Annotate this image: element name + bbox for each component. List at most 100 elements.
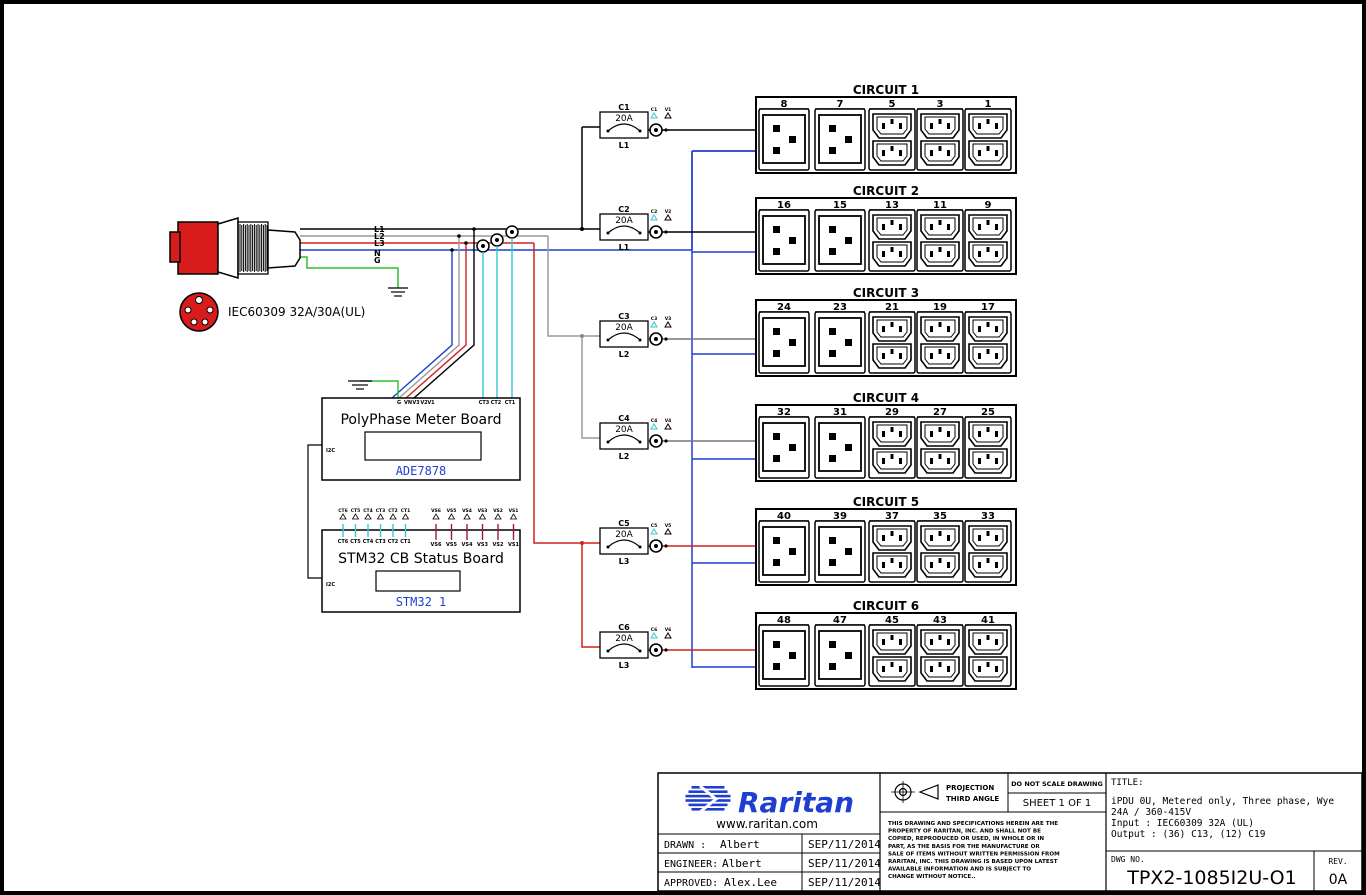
outlet-number: 29 (885, 407, 899, 418)
plug-collar (217, 216, 239, 280)
breaker-id: C1 (618, 103, 630, 112)
iec60309-plug: IEC60309 32A/30A(UL) (169, 216, 365, 332)
stm-vs-tag: VS6 (431, 508, 441, 514)
c19-outlet-icon (818, 422, 862, 472)
c13-outlet-icon (872, 448, 912, 474)
meter-pin-ct1: CT1 (505, 400, 516, 406)
projection-line1: PROJECTION (946, 784, 994, 792)
c13-outlet-icon (872, 656, 912, 682)
l3-trunk (533, 243, 600, 648)
breaker-id: C4 (618, 414, 630, 423)
breaker-rating: 20A (615, 323, 633, 333)
stm-vs-pin: VS3 (477, 542, 488, 548)
plug-pin (184, 306, 192, 314)
plug-pin (206, 306, 214, 314)
c13-outlet-icon (920, 421, 960, 447)
notice-line: COPIED, REPRODUCED OR USED, IN WHOLE OR … (888, 836, 1044, 842)
c13-outlet-icon (920, 316, 960, 342)
breaker-line: L2 (619, 350, 630, 359)
breaker-line: L3 (619, 661, 630, 670)
voltage-tap-v2 (405, 243, 467, 399)
breaker-body (599, 422, 649, 450)
c19-outlet-icon (762, 215, 806, 265)
stm-ct-pin: CT1 (400, 539, 411, 545)
raritan-logo: Raritan (685, 784, 854, 819)
meter-ground (360, 380, 399, 398)
outlet-number: 23 (833, 302, 847, 313)
third-angle-projection-icon (891, 781, 939, 803)
title-line: Input : IEC60309 32A (UL) (1111, 818, 1254, 829)
circuit-label: CIRCUIT 1 (853, 83, 919, 97)
drawn-date: SEP/11/2014 (808, 838, 881, 851)
ct-tag: C4 (651, 418, 657, 424)
outlet-number: 9 (985, 200, 992, 211)
c13-outlet-icon (968, 343, 1008, 369)
c13-outlet-icon (920, 656, 960, 682)
drawing-number: TPX2-1085I2U-O1 (1126, 867, 1296, 889)
plug-grip-ribs (237, 221, 269, 275)
stm32-cb-status-board: STM32 CB Status Board STM32 1 I2C CT6CT6… (321, 508, 521, 613)
breaker-rating: 20A (615, 634, 633, 644)
approved-name: Alex.Lee (724, 876, 777, 889)
stm-pins: CT6CT6CT5CT5CT4CT4CT3CT3CT2CT2CT1CT1VS6V… (338, 508, 520, 548)
c13-outlet-icon (920, 525, 960, 551)
approved-label: APPROVED: (664, 878, 718, 889)
revision: 0A (1329, 872, 1348, 888)
plug-pins (184, 296, 214, 326)
c13-outlet-icon (872, 214, 912, 240)
c13-outlet-icon (968, 421, 1008, 447)
c13-outlet-icon (968, 140, 1008, 166)
l2-trunk (547, 236, 600, 439)
stm-ct-tag: CT5 (351, 508, 361, 514)
c19-outlet-icon (818, 630, 862, 680)
plug-face-icon (179, 292, 219, 332)
c13-outlet-icon (872, 629, 912, 655)
c13-outlet-icon (920, 629, 960, 655)
notice-line: PART, AS THE BASIS FOR THE MANUFACTURE O… (888, 844, 1040, 850)
c19-outlet-icon (818, 317, 862, 367)
outlet-number: 45 (885, 615, 899, 626)
outlet-number: 31 (833, 407, 847, 418)
outlet-number: 43 (933, 615, 947, 626)
outlet-number: 7 (837, 99, 844, 110)
c13-outlet-icon (968, 241, 1008, 267)
plug-pin (195, 296, 203, 304)
stm-vs-pin: VS1 (508, 542, 519, 548)
website: www.raritan.com (716, 817, 818, 831)
circuit-label: CIRCUIT 5 (853, 495, 919, 509)
stm-board-title: STM32 CB Status Board (338, 551, 504, 567)
stm-ct-pin: CT6 (338, 539, 349, 545)
stm-i2c-port: I2C (326, 582, 335, 588)
outlet-number: 40 (777, 511, 791, 522)
c13-outlet-icon (968, 525, 1008, 551)
plug-pin (190, 318, 198, 326)
c13-outlet-icon (920, 214, 960, 240)
wire-label-n: N (374, 249, 381, 258)
meter-i2c-port: I2C (326, 448, 335, 454)
notice-line: SALE OF ITEMS WITHOUT WRITTEN PERMISSION… (888, 851, 1060, 857)
c19-outlet-icon (762, 114, 806, 164)
projection-line2: THIRD ANGLE (946, 795, 999, 803)
stm-vs-tag: VS3 (478, 508, 488, 514)
meter-pin-vn: VN (404, 400, 412, 406)
wire-ground (300, 256, 399, 288)
engineer-name: Albert (722, 857, 762, 870)
voltage-tap-vn (391, 250, 453, 399)
ct-tag: C3 (651, 316, 657, 322)
stm-ct-tag: CT6 (338, 508, 348, 514)
c13-outlet-icon (920, 552, 960, 578)
breaker-rating: 20A (615, 114, 633, 124)
dwg-label: DWG NO. (1111, 855, 1145, 864)
stm-ct-pin: CT5 (350, 539, 361, 545)
